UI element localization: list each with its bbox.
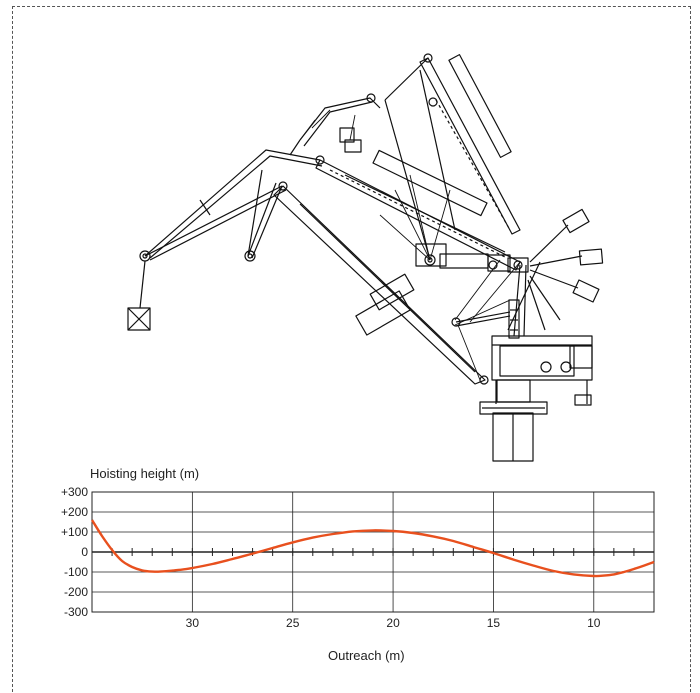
y-tick-label: 0 xyxy=(81,545,88,559)
x-tick-label: 20 xyxy=(386,616,400,630)
y-tick-label: +300 xyxy=(61,485,88,499)
series-line xyxy=(90,519,655,578)
x-tick-label: 30 xyxy=(186,616,200,630)
y-tick-labels: +300 +200 +100 0 -100 -200 -300 xyxy=(61,485,88,619)
y-axis-title: Hoisting height (m) xyxy=(90,466,200,481)
hook-load xyxy=(127,260,151,331)
jib-raised xyxy=(384,53,521,261)
crane-pedestal xyxy=(479,379,548,462)
counterweights xyxy=(527,208,604,331)
y-tick-label: -300 xyxy=(64,605,88,619)
machinery-house xyxy=(491,335,593,406)
tick-marks xyxy=(111,548,635,556)
x-tick-label: 15 xyxy=(487,616,501,630)
y-tick-label: -200 xyxy=(64,585,88,599)
x-tick-label: 25 xyxy=(286,616,300,630)
luffing-arms xyxy=(139,93,381,262)
pivot-details xyxy=(415,243,511,327)
crane-diagram xyxy=(127,53,604,462)
x-tick-labels: 30 25 20 15 10 xyxy=(186,616,601,630)
y-tick-label: +200 xyxy=(61,505,88,519)
a-frame xyxy=(507,257,541,339)
y-tick-label: -100 xyxy=(64,565,88,579)
grid-lines xyxy=(92,491,654,613)
y-tick-label: +100 xyxy=(61,525,88,539)
x-tick-label: 10 xyxy=(587,616,601,630)
dashed-frame xyxy=(12,6,691,692)
x-axis-title: Outreach (m) xyxy=(328,648,405,663)
main-jib xyxy=(273,185,489,385)
